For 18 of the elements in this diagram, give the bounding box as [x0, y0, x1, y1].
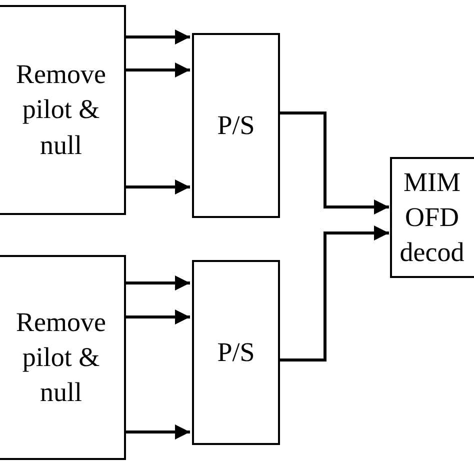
box-label: Remove pilot & null [15, 306, 107, 410]
arrow [126, 310, 190, 324]
process-box [192, 33, 280, 218]
box-label: P/S [217, 108, 255, 142]
process-box [390, 157, 474, 278]
arrow [280, 112, 389, 214]
process-box [0, 5, 126, 215]
process-box [0, 255, 126, 460]
arrow [126, 276, 190, 290]
process-box [192, 260, 280, 445]
box-label: P/S [217, 336, 255, 369]
arrow [126, 180, 190, 194]
box-label: Remove pilot & null [15, 58, 107, 162]
box-label: MIM OFD decod [398, 166, 466, 270]
arrow [126, 424, 190, 440]
arrow [280, 226, 389, 362]
arrow [126, 62, 190, 78]
arrow [126, 30, 190, 44]
